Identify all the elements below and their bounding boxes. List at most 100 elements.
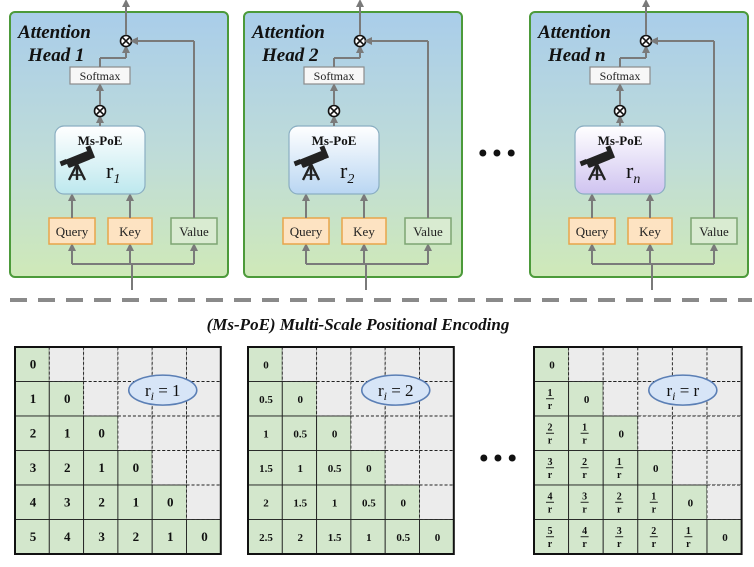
matrix-value: 0 bbox=[98, 425, 105, 440]
fraction-denominator: r bbox=[617, 539, 622, 550]
scale-label: r2 bbox=[340, 158, 354, 187]
matrix-value: 2 bbox=[298, 532, 304, 544]
fraction-denominator: r bbox=[652, 504, 657, 515]
matrix-cell bbox=[706, 415, 743, 451]
matrix-cell bbox=[671, 450, 708, 486]
bubble-rhs: = 1 bbox=[154, 381, 181, 400]
matrix-cell bbox=[637, 450, 673, 486]
bubble-var: r bbox=[666, 381, 672, 400]
matrix-value: 0 bbox=[366, 463, 372, 475]
matrix-value: 3 bbox=[64, 494, 71, 509]
query-box-bg bbox=[282, 217, 330, 245]
head-title-line2: Head 2 bbox=[261, 45, 319, 66]
matrix-cell bbox=[602, 415, 639, 451]
multiply-node bbox=[639, 34, 653, 48]
matrix-value: 2 bbox=[30, 425, 37, 440]
scale-bubble-bg bbox=[648, 374, 718, 406]
matrix-value: 0 bbox=[201, 529, 208, 544]
matrix-value: 2.5 bbox=[259, 532, 273, 544]
fraction-denominator: r bbox=[548, 470, 553, 481]
matrix-cell bbox=[533, 346, 570, 382]
matrix-value: 0.5 bbox=[396, 532, 410, 544]
telescope-leg bbox=[595, 163, 607, 181]
matrix-value: 4 bbox=[64, 529, 71, 544]
matrix-cell bbox=[602, 346, 639, 382]
matrix-cell bbox=[117, 484, 153, 520]
scale-bubble-label: ri = 1 bbox=[145, 381, 181, 403]
fraction-value: 1r bbox=[580, 422, 589, 446]
key-box: Key bbox=[341, 217, 387, 245]
matrix-cell bbox=[706, 519, 743, 555]
matrix-cell bbox=[48, 346, 85, 382]
matrix-value: 0.5 bbox=[362, 497, 376, 509]
matrix-value: 0 bbox=[298, 394, 304, 406]
matrix-value: 0 bbox=[64, 391, 71, 406]
matrix-border bbox=[533, 346, 743, 555]
softmax-label: Softmax bbox=[80, 69, 121, 83]
query-label: Query bbox=[56, 224, 89, 239]
matrix-value: 1 bbox=[30, 391, 37, 406]
matrix-value: 0 bbox=[133, 460, 140, 475]
matrix-value: 0.5 bbox=[293, 428, 307, 440]
matrix-cell bbox=[419, 450, 455, 486]
scale-label: r1 bbox=[106, 158, 120, 187]
head-title-line1: Attention bbox=[17, 22, 91, 43]
telescope-leg bbox=[309, 163, 321, 181]
fraction-value: 2r bbox=[580, 457, 589, 481]
fraction-value: 4r bbox=[580, 526, 589, 550]
ms-poe-box: Ms-PoE r2 bbox=[288, 125, 380, 195]
fraction-numerator: 2 bbox=[651, 526, 656, 537]
matrix-cell bbox=[350, 415, 386, 451]
scale-var: r bbox=[340, 158, 348, 183]
telescope-eyepiece bbox=[579, 159, 588, 167]
fraction-denominator: r bbox=[582, 504, 587, 515]
matrix-cell bbox=[151, 519, 187, 555]
bubble-var: r bbox=[378, 381, 384, 400]
matrix-value: 0 bbox=[688, 497, 694, 509]
head-title-line1: Attention bbox=[251, 22, 325, 43]
ms-poe-title: Ms-PoE bbox=[312, 133, 357, 148]
matrix-cell bbox=[568, 346, 604, 382]
matrix-value: 0 bbox=[30, 356, 37, 371]
matrix-value: 1 bbox=[133, 494, 140, 509]
matrix-value: 1 bbox=[98, 460, 105, 475]
head-title-line1: Attention bbox=[537, 22, 611, 43]
scale-bubble-bg bbox=[127, 374, 198, 406]
fraction-value: 2r bbox=[615, 491, 624, 515]
fraction-numerator: 4 bbox=[582, 526, 587, 537]
matrix-value: 0 bbox=[400, 497, 406, 509]
matrix-cell bbox=[48, 381, 85, 417]
matrix-cell bbox=[350, 450, 386, 486]
bubble-var: r bbox=[145, 381, 151, 400]
matrix-cell bbox=[384, 415, 420, 451]
fraction-value: 3r bbox=[580, 491, 589, 515]
matrix-cell bbox=[384, 484, 420, 520]
multiply-cross bbox=[615, 106, 625, 116]
fraction-numerator: 5 bbox=[548, 526, 553, 537]
fraction-denominator: r bbox=[617, 504, 622, 515]
matrix-value: 0 bbox=[167, 494, 174, 509]
fraction-numerator: 1 bbox=[582, 422, 587, 433]
matrix-value: 3 bbox=[98, 529, 105, 544]
ms-poe-title: Ms-PoE bbox=[78, 133, 123, 148]
fraction-numerator: 3 bbox=[617, 526, 622, 537]
section-title: (Ms-PoE) Multi-Scale Positional Encoding bbox=[207, 315, 510, 334]
telescope-leg bbox=[587, 163, 599, 181]
matrix-cell bbox=[186, 450, 222, 486]
fraction-denominator: r bbox=[582, 470, 587, 481]
fraction-value: 3r bbox=[546, 457, 554, 481]
scale-var: r bbox=[106, 158, 114, 183]
telescope-leg bbox=[301, 163, 313, 181]
matrix-value: 1.5 bbox=[259, 463, 273, 475]
fraction-numerator: 1 bbox=[617, 457, 622, 468]
matrix-value: 0 bbox=[332, 428, 338, 440]
value-label: Value bbox=[413, 224, 443, 239]
softmax-box: Softmax bbox=[69, 66, 131, 85]
matrix-cell bbox=[186, 484, 222, 520]
matrix-cell bbox=[706, 484, 743, 520]
fraction-numerator: 4 bbox=[548, 491, 553, 502]
query-box: Query bbox=[568, 217, 616, 245]
